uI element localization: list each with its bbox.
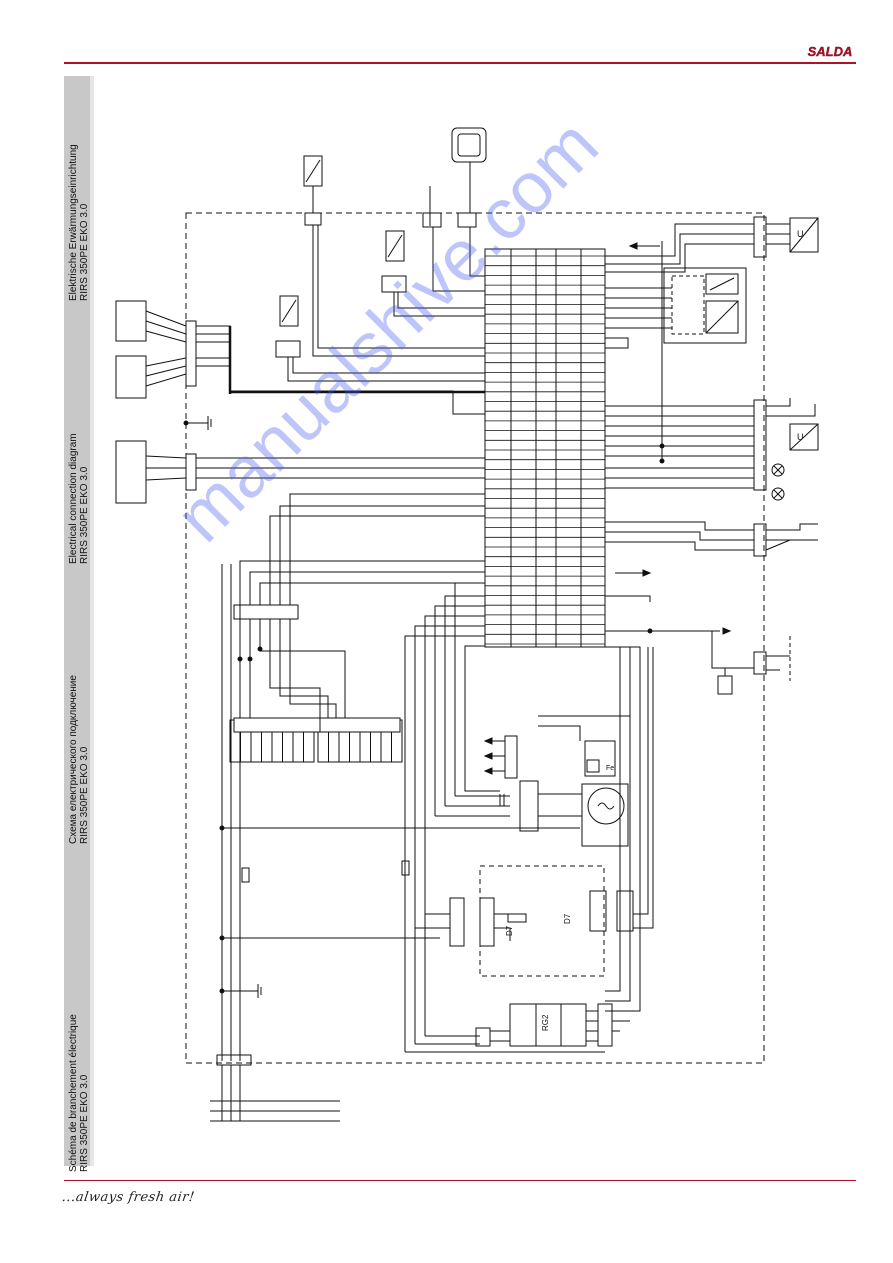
rg2-block: RG2	[475, 1003, 640, 1047]
heater-device	[115, 440, 147, 504]
motor-wiring	[145, 310, 485, 481]
lower-wiring	[404, 582, 641, 1053]
room-panel	[451, 127, 487, 163]
heater-relays	[229, 493, 485, 763]
fan-motor-1	[115, 300, 147, 342]
svg-text:Fe: Fe	[606, 765, 614, 772]
fan-motor-box	[581, 783, 629, 847]
footer-rule	[64, 1180, 856, 1181]
header-rule	[64, 62, 856, 64]
sensor-wiring	[287, 225, 485, 382]
svg-text:U: U	[797, 432, 804, 442]
damper-area: D7 D7	[415, 647, 654, 977]
svg-text:D7: D7	[563, 913, 572, 924]
fan-motor-2	[115, 355, 147, 399]
controller-terminal-block	[484, 248, 606, 648]
right-connectors: U U	[605, 216, 819, 695]
temp-sensor-2	[385, 230, 405, 262]
logo-text: SALDA	[808, 44, 853, 59]
pressure-sensor-mid	[789, 423, 819, 451]
wiring-diagram: U U	[115, 127, 819, 1122]
svg-text:U: U	[797, 229, 804, 239]
terminal-rows	[485, 255, 605, 645]
pressure-sensor-top	[789, 217, 819, 253]
unit-enclosure	[185, 212, 765, 1064]
fan-assembly: Fe	[483, 715, 631, 847]
heater-controller	[663, 267, 747, 344]
brand-tagline: ...always fresh air!	[60, 1190, 196, 1205]
temp-sensor-3	[279, 295, 299, 327]
mains-bus	[210, 564, 580, 1122]
svg-text:RG2: RG2	[541, 1014, 550, 1031]
salda-logo: SALDA	[807, 44, 853, 59]
